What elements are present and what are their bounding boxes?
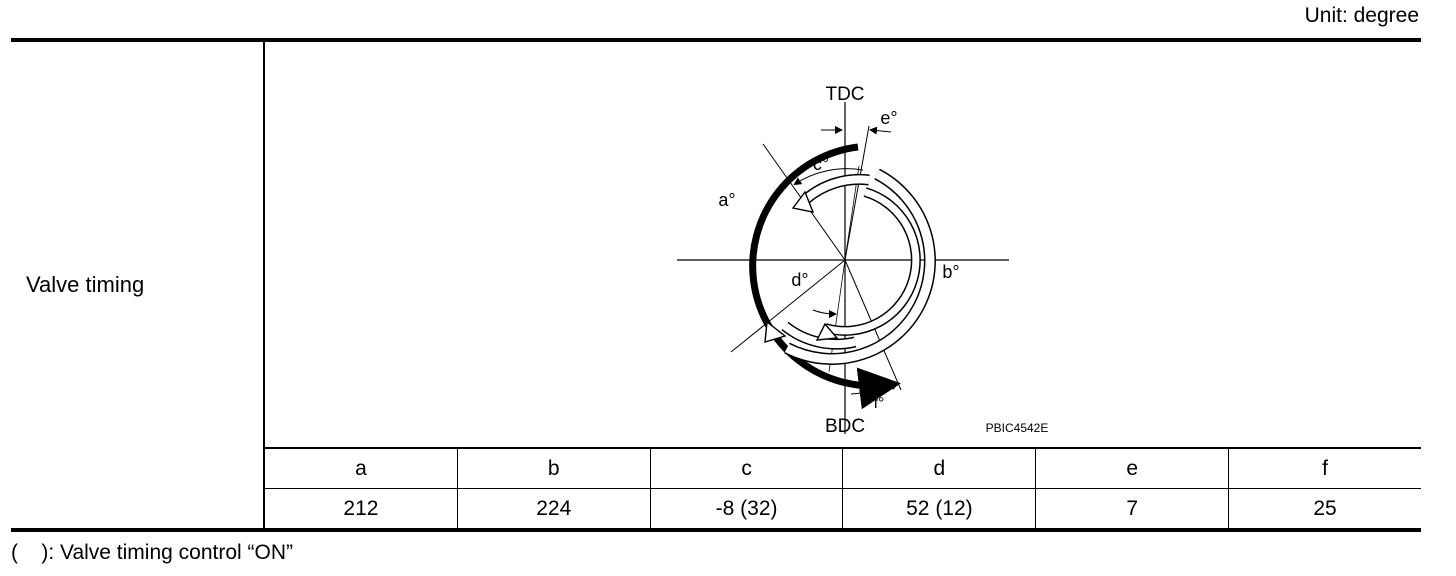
header-cell-e: e — [1036, 449, 1230, 488]
exhaust-arc-inner-fill — [824, 188, 920, 335]
c-arrow — [793, 168, 864, 186]
exhaust-close-line — [844, 125, 870, 261]
angle-label-e: e° — [880, 108, 897, 128]
row-label: Valve timing — [26, 272, 145, 297]
angle-label-f: f° — [874, 395, 885, 412]
d-arrow — [812, 309, 837, 319]
bdc-label: BDC — [825, 416, 865, 437]
figure-code: PBIC4542E — [986, 421, 1049, 435]
intake-arc — [749, 143, 901, 410]
value-cell-c: -8 (32) — [651, 489, 844, 528]
header-cell-a: a — [265, 449, 458, 488]
figure-cell: TDC BDC a° b° c° d° e° f° PBIC4542E — [265, 42, 1421, 448]
valve-timing-table: Valve timing — [11, 38, 1421, 532]
valve-timing-diagram: TDC BDC a° b° c° d° e° f° PBIC4542E — [677, 84, 1049, 437]
overlap-arc-bottom-fill — [782, 322, 856, 349]
f-arrow — [850, 382, 899, 395]
value-cell-b: 224 — [458, 489, 651, 528]
value-cell-f: 25 — [1313, 496, 1337, 520]
angle-label-a: a° — [718, 190, 735, 210]
hollow-arrow-bottom — [764, 320, 787, 343]
overlap-arc-top-fill — [802, 175, 870, 204]
value-cell-e: 7 — [1036, 489, 1230, 528]
header-cell-c: c — [651, 449, 844, 488]
header-cell-d: d — [843, 449, 1037, 488]
row-label-cell: Valve timing — [11, 42, 265, 528]
angle-label-b: b° — [942, 262, 959, 282]
timing-grid: a b c d e f 212 224 -8 (32) 52 (12) 7 25 — [265, 447, 1421, 528]
intake-close-line — [730, 259, 846, 353]
footnote: ( ): Valve timing control “ON” — [11, 541, 294, 564]
value-row: 212 224 -8 (32) 52 (12) 7 25 — [265, 488, 1421, 528]
tdc-label: TDC — [825, 84, 864, 105]
header-row: a b c d e f — [265, 447, 1421, 488]
hollow-arrow-top — [791, 190, 815, 213]
value-cell-d: 52 (12) — [843, 489, 1037, 528]
unit-label: Unit: degree — [1304, 4, 1419, 27]
value-cell-a: 212 — [265, 489, 458, 528]
header-cell-f: f — [1322, 456, 1328, 480]
angle-label-d: d° — [791, 270, 808, 290]
exhaust-arc-outer-fill — [784, 170, 935, 364]
header-cell-b: b — [458, 449, 651, 488]
e-arrow-right — [869, 126, 892, 135]
hollow-arrow-inner — [815, 322, 839, 341]
angle-label-c: c° — [813, 154, 829, 174]
